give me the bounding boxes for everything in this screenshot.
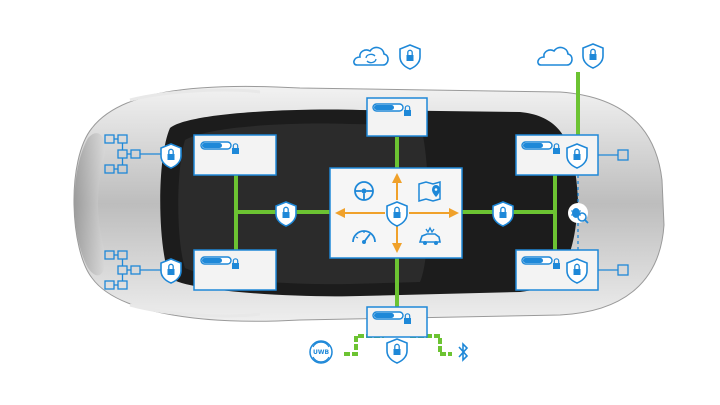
shield-lock-icon [160,143,182,169]
shield-lock-icon [160,258,182,284]
shield-lock-icon [386,201,408,227]
shield-lock-icon [566,258,588,284]
ecu-top-gateway [366,97,428,137]
ecu-rear-left [193,249,277,291]
cloud-icon [537,46,573,66]
steering-wheel-icon [354,181,374,201]
shield-lock-icon [386,338,408,364]
shield-lock-icon [399,44,421,70]
uwb-label: UWB [313,349,329,356]
ecu-front-right [515,134,599,176]
shield-lock-icon [492,201,514,227]
shield-lock-icon [566,143,588,169]
speedometer-icon [352,230,376,244]
shield-lock-icon [582,43,604,69]
car-crash-icon [418,226,441,245]
bug-search-icon [568,203,589,224]
shield-lock-icon [275,201,297,227]
ecu-bottom-gateway [366,306,428,338]
bluetooth-icon [458,342,469,362]
ecu-front-left [193,134,277,176]
cloud-sync-icon [353,46,389,66]
map-pin-icon [418,181,441,202]
uwb-icon: UWB [309,340,333,364]
